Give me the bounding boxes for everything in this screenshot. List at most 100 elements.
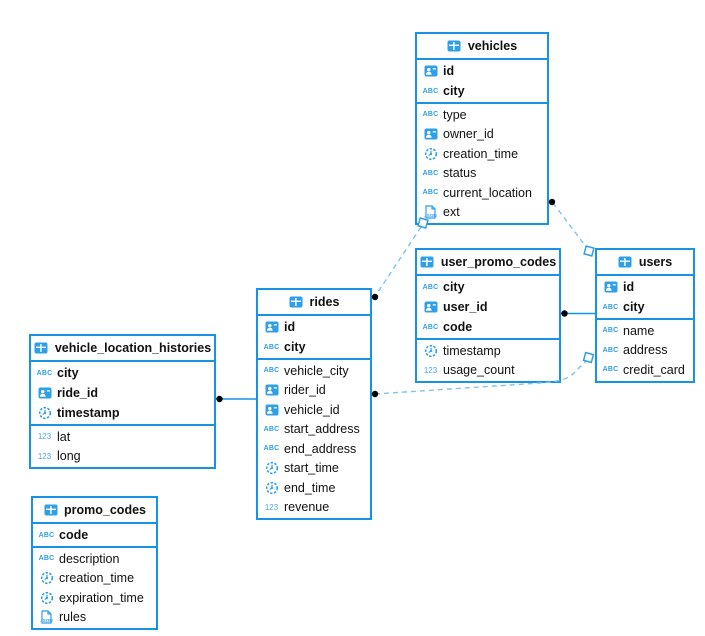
clock-icon: [39, 591, 54, 605]
column-name: timestamp: [57, 406, 120, 420]
column-row[interactable]: user_id: [417, 297, 559, 317]
table-users[interactable]: users id ABC city ABC name ABC address A…: [595, 248, 695, 383]
table-header-rides[interactable]: rides: [258, 290, 370, 316]
column-row[interactable]: ABC city: [417, 277, 559, 297]
column-row[interactable]: ABC code: [33, 525, 156, 545]
column-name: timestamp: [443, 343, 501, 358]
column-name: rider_id: [284, 383, 326, 398]
string-icon: ABC: [36, 369, 53, 377]
table-header-users[interactable]: users: [597, 250, 693, 276]
column-row[interactable]: id: [258, 317, 370, 337]
column-name: lat: [57, 429, 71, 444]
id-card-icon: [603, 281, 618, 293]
column-name: end_address: [284, 441, 357, 456]
id-card-icon: [264, 321, 279, 333]
column-row[interactable]: id: [417, 61, 547, 81]
column-row[interactable]: timestamp: [31, 403, 214, 423]
string-icon: ABC: [263, 425, 280, 433]
primary-key-section: ABC code: [33, 524, 156, 546]
column-row[interactable]: ABC credit_card: [597, 360, 693, 380]
column-row[interactable]: ABC end_address: [258, 439, 370, 459]
column-row[interactable]: start_time: [258, 459, 370, 479]
table-icon: [289, 296, 304, 308]
table-rides[interactable]: rides id ABC city ABC vehicle_city rider…: [256, 288, 372, 520]
column-row[interactable]: 123 usage_count: [417, 361, 559, 381]
column-row[interactable]: 123 long: [31, 447, 214, 467]
column-row[interactable]: vehicle_id: [258, 400, 370, 420]
table-promo-codes[interactable]: promo_codes ABC code ABC description cre…: [31, 496, 158, 630]
column-row[interactable]: ABC city: [417, 81, 547, 101]
table-header-promo-codes[interactable]: promo_codes: [33, 498, 156, 524]
table-header-vehicles[interactable]: vehicles: [417, 34, 547, 60]
string-icon: ABC: [602, 366, 619, 374]
column-row[interactable]: 123 revenue: [258, 498, 370, 518]
column-row[interactable]: timestamp: [417, 341, 559, 361]
column-name: start_time: [284, 461, 339, 476]
column-name: vehicle_id: [284, 402, 340, 417]
column-name: type: [443, 107, 467, 122]
column-row[interactable]: creation_time: [33, 569, 156, 589]
column-name: ride_id: [57, 386, 98, 400]
column-row[interactable]: ABC city: [31, 363, 214, 383]
relationship-user_promo_codes-users[interactable]: [561, 310, 595, 317]
column-name: long: [57, 449, 81, 464]
column-row[interactable]: id: [597, 277, 693, 297]
column-row[interactable]: ABC vehicle_city: [258, 361, 370, 381]
column-name: city: [443, 84, 465, 98]
id-card-icon: [264, 384, 279, 396]
column-name: name: [623, 323, 655, 338]
column-row[interactable]: ABC start_address: [258, 420, 370, 440]
column-row[interactable]: owner_id: [417, 125, 547, 145]
column-row[interactable]: ABC name: [597, 321, 693, 341]
column-row[interactable]: 123 lat: [31, 427, 214, 447]
relationship-endpoint-square: [582, 351, 595, 364]
table-icon: [420, 256, 435, 268]
number-icon: 123: [423, 365, 438, 375]
table-header-vehicle-location-histories[interactable]: vehicle_location_histories: [31, 336, 214, 362]
column-row[interactable]: ABC type: [417, 105, 547, 125]
column-row[interactable]: creation_time: [417, 144, 547, 164]
column-row[interactable]: JSON ext: [417, 203, 547, 223]
relationship-endpoint-dot: [548, 198, 556, 206]
column-row[interactable]: ABC code: [417, 317, 559, 337]
table-header-user-promo-codes[interactable]: user_promo_codes: [417, 250, 559, 276]
column-name: id: [443, 64, 455, 78]
column-row[interactable]: ABC city: [597, 297, 693, 317]
column-name: usage_count: [443, 363, 515, 378]
column-row[interactable]: ABC description: [33, 549, 156, 569]
column-row[interactable]: ABC current_location: [417, 183, 547, 203]
column-name: city: [623, 300, 645, 314]
clock-icon: [423, 147, 438, 161]
column-row[interactable]: JSON rules: [33, 608, 156, 628]
table-user-promo-codes[interactable]: user_promo_codes ABC city user_id ABC co…: [415, 248, 561, 383]
number-icon: 123: [37, 432, 52, 442]
table-title: user_promo_codes: [440, 255, 557, 269]
column-row[interactable]: ride_id: [31, 383, 214, 403]
table-vehicle-location-histories[interactable]: vehicle_location_histories ABC city ride…: [29, 334, 216, 469]
column-name: id: [284, 320, 296, 334]
column-name: creation_time: [59, 571, 135, 586]
id-card-icon: [37, 387, 52, 399]
column-name: current_location: [443, 185, 532, 200]
column-row[interactable]: end_time: [258, 478, 370, 498]
column-row[interactable]: ABC status: [417, 164, 547, 184]
primary-key-section: ABC city ride_id timestamp: [31, 362, 214, 424]
string-icon: ABC: [602, 327, 619, 335]
column-name: end_time: [284, 480, 336, 495]
column-name: creation_time: [443, 146, 519, 161]
string-icon: ABC: [38, 555, 55, 563]
column-name: start_address: [284, 422, 360, 437]
table-vehicles[interactable]: vehicles id ABC city ABC type owner_id: [415, 32, 549, 225]
column-row[interactable]: ABC address: [597, 341, 693, 361]
column-row[interactable]: expiration_time: [33, 588, 156, 608]
number-icon: 123: [37, 451, 52, 461]
columns-section: ABC description creation_time expiration…: [33, 546, 156, 628]
table-icon: [43, 504, 58, 516]
svg-text:JSON: JSON: [424, 213, 437, 218]
string-icon: ABC: [422, 87, 439, 95]
column-row[interactable]: rider_id: [258, 381, 370, 401]
clock-icon: [39, 571, 54, 585]
relationship-vehicle_location_histories-rides[interactable]: [216, 395, 256, 403]
column-row[interactable]: ABC city: [258, 337, 370, 357]
